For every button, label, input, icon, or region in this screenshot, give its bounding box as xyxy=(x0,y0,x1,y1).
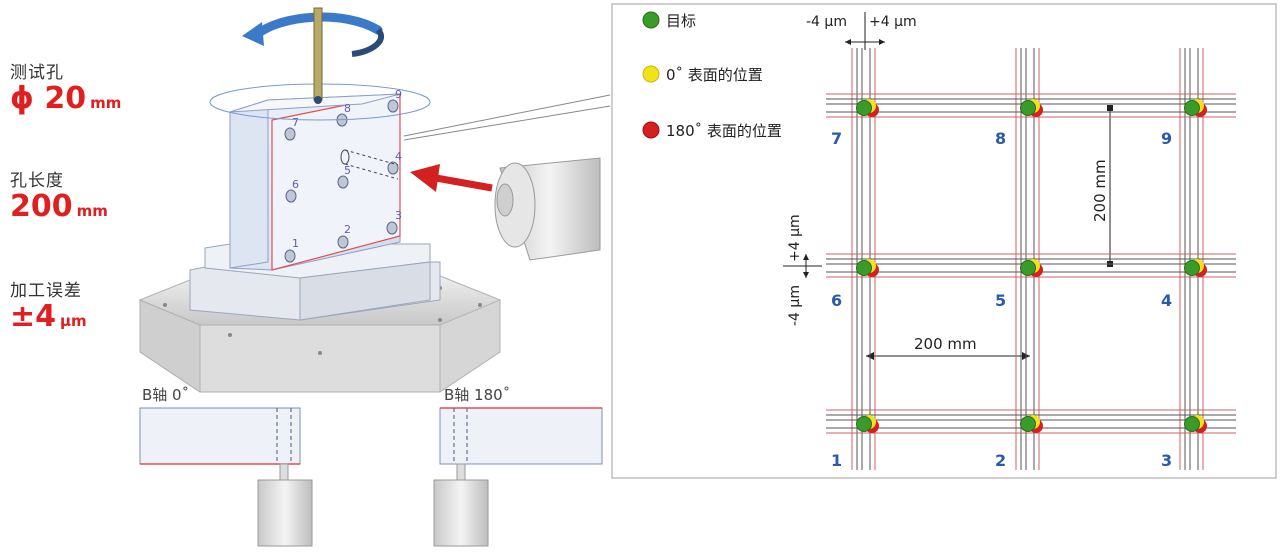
hole xyxy=(387,99,399,113)
target-point xyxy=(1020,100,1036,116)
target-dot-icon xyxy=(642,11,660,29)
hole-label: 3 xyxy=(395,209,402,222)
dim-plus: +4 μm xyxy=(869,14,917,30)
legend-target: 目标 xyxy=(666,12,696,30)
hole xyxy=(285,189,297,203)
hole xyxy=(337,175,349,189)
hole-numbers: 1 2 3 4 5 6 7 8 9 xyxy=(292,88,402,250)
grid-labels: 7 8 9 6 5 4 1 2 3 xyxy=(831,129,1172,470)
hole-label: 8 xyxy=(344,102,351,115)
grid-points xyxy=(856,99,1207,433)
b-axis-0-view xyxy=(139,407,313,547)
hole xyxy=(386,221,398,235)
hole-label: 6 xyxy=(292,178,299,191)
dim-plus-v: +4 μm xyxy=(787,214,803,262)
hole xyxy=(284,127,296,141)
tolerance-dimension-v: +4 μm -4 μm xyxy=(783,214,822,326)
legend-surface-0: 0˚ 表面的位置 xyxy=(666,66,763,84)
target-point xyxy=(1184,260,1200,276)
grid-point-label: 3 xyxy=(1161,451,1172,470)
target-point xyxy=(1020,416,1036,432)
hole-label: 5 xyxy=(344,164,351,177)
spacing-h-label: 200 mm xyxy=(914,335,977,353)
target-point xyxy=(856,416,872,432)
grid-point-label: 5 xyxy=(995,291,1006,310)
legend: 目标 0˚ 表面的位置 180˚ 表面的位置 xyxy=(642,11,782,140)
target-point xyxy=(1020,260,1036,276)
grid-point-label: 4 xyxy=(1161,291,1172,310)
legend-surface-180: 180˚ 表面的位置 xyxy=(666,122,782,140)
spec-label: 孔长度 xyxy=(10,171,64,191)
hole xyxy=(387,161,399,175)
target-point xyxy=(1184,100,1200,116)
hole-label: 1 xyxy=(292,237,299,250)
spacing-v-label: 200 mm xyxy=(1091,159,1109,222)
hole-label: 7 xyxy=(292,116,299,129)
machine-illustration: 1 2 3 4 5 6 7 8 9 xyxy=(138,7,611,547)
grid-point-label: 8 xyxy=(995,129,1006,148)
hole-label: 2 xyxy=(344,223,351,236)
target-point xyxy=(856,100,872,116)
grid-point-label: 1 xyxy=(831,451,842,470)
target-point xyxy=(856,260,872,276)
grid-point-label: 6 xyxy=(831,291,842,310)
dim-minus-v: -4 μm xyxy=(787,285,803,326)
b-axis-180-caption: B轴 180˚ xyxy=(444,386,511,404)
probe-arrow-icon xyxy=(410,164,493,192)
probe-head xyxy=(494,157,601,261)
target-point xyxy=(1184,416,1200,432)
hole xyxy=(337,235,349,249)
tolerance-dimension-h: -4 μm +4 μm xyxy=(806,12,917,50)
hole xyxy=(284,249,296,263)
surface-180-dot-icon xyxy=(642,121,660,139)
b-axis-180-view xyxy=(433,407,603,547)
b-axis-0-caption: B轴 0˚ xyxy=(142,386,190,404)
dim-minus: -4 μm xyxy=(806,14,847,30)
spec-label: 测试孔 xyxy=(10,63,64,83)
workpiece-holes xyxy=(284,99,399,263)
hole-label: 4 xyxy=(395,150,402,163)
surface-0-dot-icon xyxy=(642,65,660,83)
grid-point-label: 9 xyxy=(1161,129,1172,148)
hole-label: 9 xyxy=(395,88,402,101)
spec-label: 加工误差 xyxy=(10,281,82,301)
grid-point-label: 2 xyxy=(995,451,1006,470)
grid-point-label: 7 xyxy=(831,129,842,148)
panel-border xyxy=(611,3,1277,479)
workpiece xyxy=(229,93,401,271)
